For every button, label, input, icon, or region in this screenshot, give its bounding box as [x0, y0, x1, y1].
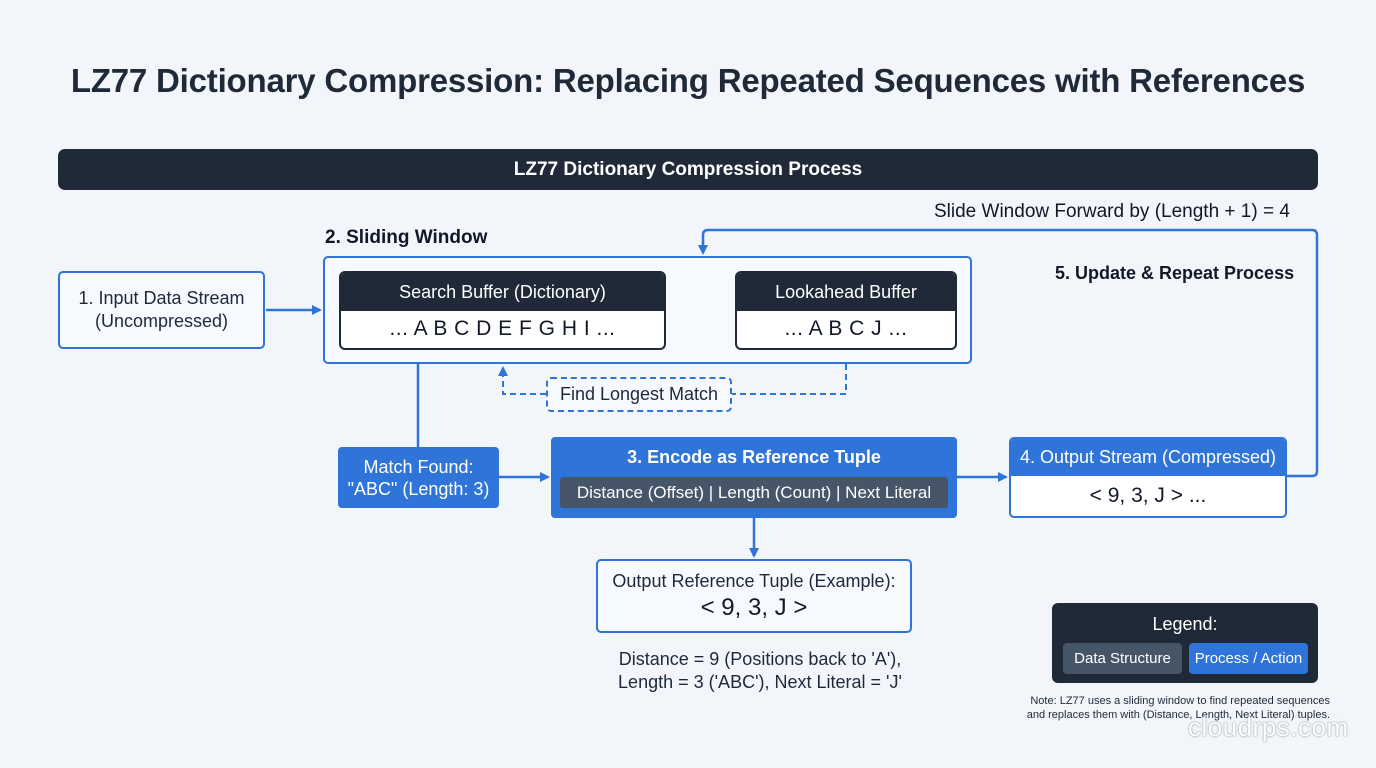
match-found-line1: Match Found: — [363, 456, 474, 477]
match-found-box: Match Found: "ABC" (Length: 3) — [338, 447, 499, 508]
explanation-line1: Distance = 9 (Positions back to 'A'), — [618, 649, 902, 669]
lookahead-buffer-title: Lookahead Buffer — [737, 273, 955, 311]
explanation-line2: Length = 3 ('ABC'), Next Literal = 'J' — [618, 672, 902, 692]
legend-data-structure-chip: Data Structure — [1063, 643, 1182, 674]
match-found-line2: "ABC" (Length: 3) — [347, 478, 490, 499]
arrow-find-match-loop — [503, 364, 847, 395]
note-line1: Note: LZ77 uses a sliding window to find… — [1030, 695, 1330, 707]
sliding-window-label: 2. Sliding Window — [325, 227, 488, 248]
output-stream-content: < 9, 3, J > ... — [1089, 484, 1207, 507]
lookahead-buffer-content: ... A B C J ... — [784, 317, 908, 340]
tuple-example-label: Output Reference Tuple (Example): — [612, 570, 896, 591]
legend-process-action-chip: Process / Action — [1189, 643, 1308, 674]
encode-title: 3. Encode as Reference Tuple — [627, 447, 881, 467]
search-buffer-content: ... A B C D E F G H I ... — [389, 317, 616, 340]
tuple-example-value: < 9, 3, J > — [700, 593, 808, 621]
update-repeat-label: 5. Update & Repeat Process — [1055, 263, 1295, 283]
output-tuple-example-box: Output Reference Tuple (Example): < 9, 3… — [596, 559, 912, 633]
output-stream-box: 4. Output Stream (Compressed) < 9, 3, J … — [1009, 437, 1287, 518]
encode-reference-tuple-box: 3. Encode as Reference Tuple Distance (O… — [551, 437, 957, 518]
lookahead-buffer: Lookahead Buffer ... A B C J ... — [735, 271, 957, 350]
legend-title: Legend: — [1152, 614, 1218, 634]
input-label-line1: 1. Input Data Stream — [78, 288, 245, 308]
legend-panel: Legend: Data Structure Process / Action — [1052, 603, 1318, 683]
input-label-line2: (Uncompressed) — [94, 311, 229, 331]
output-stream-title: 4. Output Stream (Compressed) — [1011, 439, 1285, 476]
encode-fields: Distance (Offset) | Length (Count) | Nex… — [560, 477, 948, 508]
watermark: cloudrps.com — [1188, 712, 1349, 742]
search-buffer-title: Search Buffer (Dictionary) — [341, 273, 664, 311]
find-longest-match-label: Find Longest Match — [546, 377, 732, 412]
search-buffer: Search Buffer (Dictionary) ... A B C D E… — [339, 271, 666, 350]
page-title: LZ77 Dictionary Compression: Replacing R… — [70, 62, 1306, 99]
tuple-explanation: Distance = 9 (Positions back to 'A'), Le… — [560, 648, 960, 694]
process-banner: LZ77 Dictionary Compression Process — [58, 149, 1318, 190]
slide-window-label: Slide Window Forward by (Length + 1) = 4 — [934, 201, 1290, 222]
input-data-stream-box: 1. Input Data Stream (Uncompressed) — [58, 271, 265, 349]
note-line2: and replaces them with (Distance, Length… — [1026, 709, 1330, 721]
arrow-feedback-loop — [698, 228, 1319, 478]
footnote: Note: LZ77 uses a sliding window to find… — [990, 694, 1330, 722]
